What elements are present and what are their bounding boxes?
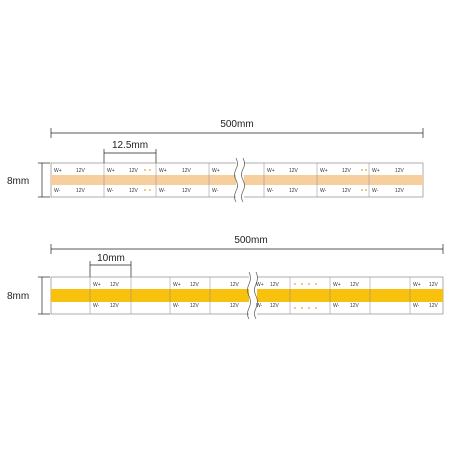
pad-voltage-label: 12V (129, 168, 139, 174)
pad-voltage-label: 12V (76, 168, 86, 174)
smd-component-dots-2 (294, 283, 317, 309)
segment-label: 12.5mm (112, 140, 148, 151)
pad-minus-label: W- (320, 188, 327, 194)
pad-voltage-label: 12V (350, 303, 360, 309)
pad-voltage-label: 12V (190, 303, 200, 309)
cob-led-band (242, 175, 423, 185)
strip-body-left-1 (50, 162, 238, 198)
segment-dimension-2: 10mm (89, 253, 132, 277)
length-dimension-2: 500mm (50, 235, 444, 254)
width-dimension-1: 8mm (7, 162, 50, 198)
strip-body-right-2 (254, 276, 444, 315)
pad-plus-label: W+ (212, 168, 220, 174)
width-label: 8mm (7, 291, 29, 302)
pad-voltage-label: 12V (76, 188, 86, 194)
pad-voltage-label: 12V (270, 282, 280, 288)
break-mark-1 (234, 157, 245, 203)
strip-1: 500mm 12.5mm 8mm (7, 119, 424, 203)
cob-led-band (255, 289, 443, 302)
length-label: 500mm (220, 119, 253, 130)
pads-left-1: W+ 12V W- 12V W+ 12V W- 12V W+ 12V W- 12… (54, 168, 220, 194)
pad-minus-label: W- (159, 188, 166, 194)
pads-right-1: W+ 12V W- 12V W+ 12V W- 12V W+ 12V W- 12… (267, 168, 405, 194)
pad-voltage-label: 12V (342, 168, 352, 174)
pad-voltage-label: 12V (182, 188, 192, 194)
strip-2: 500mm 10mm 8mm (7, 235, 444, 320)
cob-led-band (51, 289, 250, 302)
width-label: 8mm (7, 176, 29, 187)
pad-minus-label: W- (212, 188, 219, 194)
pad-voltage-label: 12V (289, 188, 299, 194)
pad-minus-label: W- (93, 303, 100, 309)
pads-right-2: W+ W- 12V 12V W+ 12V W- 12V W+ 12V W- 12… (256, 282, 439, 309)
pad-plus-label: W+ (256, 282, 264, 288)
pad-minus-label: W- (256, 303, 263, 309)
pad-minus-label: W- (413, 303, 420, 309)
length-dimension-1: 500mm (50, 119, 424, 138)
pad-plus-label: W+ (320, 168, 328, 174)
pad-plus-label: W+ (54, 168, 62, 174)
pad-voltage-label: 12V (342, 188, 352, 194)
pad-plus-label: W+ (372, 168, 380, 174)
pad-voltage-label: 12V (289, 168, 299, 174)
pad-minus-label: W- (333, 303, 340, 309)
pad-voltage-label: 12V (230, 303, 240, 309)
pad-plus-label: W+ (267, 168, 275, 174)
break-mark-2 (247, 271, 258, 320)
pad-voltage-label: 12V (110, 303, 120, 309)
pad-plus-label: W+ (107, 168, 115, 174)
pad-plus-label: W+ (413, 282, 421, 288)
pad-plus-label: W+ (333, 282, 341, 288)
pad-plus-label: W+ (159, 168, 167, 174)
pad-minus-label: W- (54, 188, 61, 194)
width-dimension-2: 8mm (7, 276, 50, 315)
pad-voltage-label: 12V (182, 168, 192, 174)
pad-minus-label: W- (267, 188, 274, 194)
pad-voltage-label: 12V (429, 282, 439, 288)
pad-voltage-label: 12V (110, 282, 120, 288)
length-label: 500mm (234, 235, 267, 246)
cob-led-band (51, 175, 237, 185)
pad-voltage-label: 12V (129, 188, 139, 194)
pad-voltage-label: 12V (429, 303, 439, 309)
pad-voltage-label: 12V (350, 282, 360, 288)
pads-left-2: W+ 12V W- 12V W+ 12V W- 12V 12V 12V (93, 282, 240, 309)
smd-component-dots-1 (144, 169, 367, 191)
pad-plus-label: W+ (93, 282, 101, 288)
pad-voltage-label: 12V (190, 282, 200, 288)
strip-body-left-2 (50, 276, 251, 315)
pad-voltage-label: 12V (270, 303, 280, 309)
pad-voltage-label: 12V (395, 168, 405, 174)
pad-voltage-label: 12V (395, 188, 405, 194)
cut-lines-2 (89, 277, 411, 314)
segment-label: 10mm (97, 253, 125, 264)
pad-voltage-label: 12V (230, 282, 240, 288)
pad-minus-label: W- (372, 188, 379, 194)
pad-minus-label: W- (173, 303, 180, 309)
cut-lines-1 (103, 163, 370, 197)
pad-minus-label: W- (107, 188, 114, 194)
pad-plus-label: W+ (173, 282, 181, 288)
strip-body-right-1 (241, 162, 424, 198)
